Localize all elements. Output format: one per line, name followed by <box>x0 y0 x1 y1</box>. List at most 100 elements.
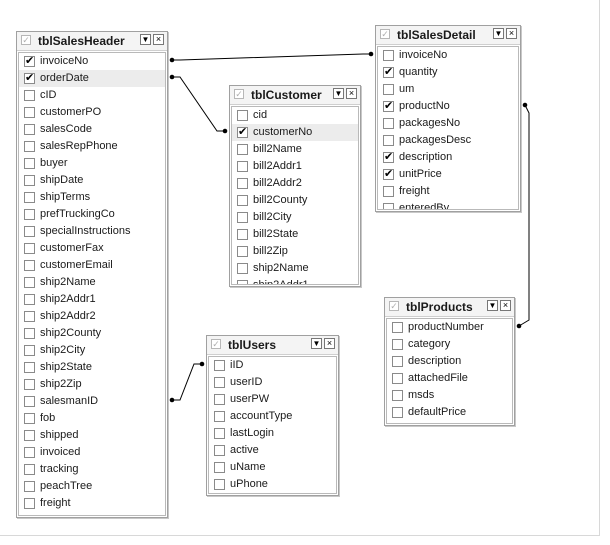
field-row[interactable]: fob <box>19 410 165 427</box>
field-row[interactable]: category <box>387 336 512 353</box>
field-checkbox[interactable] <box>24 107 35 118</box>
field-checkbox[interactable] <box>237 280 248 284</box>
field-checkbox[interactable] <box>392 339 403 350</box>
field-checkbox[interactable] <box>383 135 394 146</box>
field-checkbox[interactable] <box>237 246 248 257</box>
field-row[interactable]: userID <box>209 374 336 391</box>
field-checkbox[interactable] <box>24 158 35 169</box>
tblproducts-header[interactable]: ✓tblProducts▼× <box>385 298 514 317</box>
field-row[interactable]: salesmanID <box>19 393 165 410</box>
field-row[interactable]: ship2City <box>19 342 165 359</box>
field-row[interactable]: customerEmail <box>19 257 165 274</box>
tblsalesdetail-field-list[interactable]: invoiceNoquantityumproductNopackagesNopa… <box>377 46 519 210</box>
field-row[interactable]: buyer <box>19 155 165 172</box>
field-checkbox[interactable] <box>24 447 35 458</box>
field-row[interactable]: salesRepPhone <box>19 138 165 155</box>
select-all-checkbox[interactable]: ✓ <box>211 339 221 349</box>
select-all-checkbox[interactable]: ✓ <box>21 35 31 45</box>
field-checkbox[interactable] <box>383 99 394 112</box>
tblsalesheader-table[interactable]: ✓tblSalesHeader▼×invoiceNoorderDatecIDcu… <box>16 31 168 518</box>
field-row[interactable]: packagesNo <box>378 115 518 132</box>
field-row[interactable]: description <box>387 353 512 370</box>
field-row[interactable]: bill2State <box>232 226 358 243</box>
field-row[interactable]: shipped <box>19 427 165 444</box>
field-row[interactable]: ship2Addr1 <box>19 291 165 308</box>
field-row[interactable]: freight <box>19 495 165 512</box>
field-row[interactable]: productNumber <box>387 319 512 336</box>
field-checkbox[interactable] <box>237 144 248 155</box>
field-row[interactable]: orderDate <box>19 70 165 87</box>
field-row[interactable]: shipTerms <box>19 189 165 206</box>
tblcustomer-header[interactable]: ✓tblCustomer▼× <box>230 86 360 105</box>
field-row[interactable]: customerPO <box>19 104 165 121</box>
field-checkbox[interactable] <box>237 212 248 223</box>
field-row[interactable]: lastLogin <box>209 425 336 442</box>
field-checkbox[interactable] <box>237 125 248 138</box>
field-checkbox[interactable] <box>392 322 403 333</box>
field-checkbox[interactable] <box>24 90 35 101</box>
tblsalesdetail-header[interactable]: ✓tblSalesDetail▼× <box>376 26 520 45</box>
select-all-checkbox[interactable]: ✓ <box>234 89 244 99</box>
field-row[interactable]: userPW <box>209 391 336 408</box>
field-row[interactable]: bill2Addr2 <box>232 175 358 192</box>
field-row[interactable]: description <box>378 149 518 166</box>
field-checkbox[interactable] <box>214 462 225 473</box>
field-row[interactable]: ship2Name <box>232 260 358 277</box>
field-checkbox[interactable] <box>24 498 35 509</box>
field-checkbox[interactable] <box>24 141 35 152</box>
field-checkbox[interactable] <box>214 479 225 490</box>
field-row[interactable]: unitPrice <box>378 166 518 183</box>
field-row[interactable]: bill2City <box>232 209 358 226</box>
close-icon[interactable]: × <box>500 300 511 311</box>
field-checkbox[interactable] <box>24 379 35 390</box>
field-row[interactable]: defaultPrice <box>387 404 512 421</box>
field-row[interactable]: peachTree <box>19 478 165 495</box>
field-row[interactable]: packagesDesc <box>378 132 518 149</box>
field-checkbox[interactable] <box>24 209 35 220</box>
field-checkbox[interactable] <box>214 411 225 422</box>
field-row[interactable]: uPhone <box>209 476 336 493</box>
field-checkbox[interactable] <box>24 328 35 339</box>
field-row[interactable]: ship2Zip <box>19 376 165 393</box>
field-checkbox[interactable] <box>383 84 394 95</box>
field-checkbox[interactable] <box>392 390 403 401</box>
tblsalesheader-header[interactable]: ✓tblSalesHeader▼× <box>17 32 167 51</box>
field-checkbox[interactable] <box>237 263 248 274</box>
field-row[interactable]: bill2Zip <box>232 243 358 260</box>
field-checkbox[interactable] <box>24 413 35 424</box>
close-icon[interactable]: × <box>346 88 357 99</box>
field-checkbox[interactable] <box>24 294 35 305</box>
field-checkbox[interactable] <box>24 71 35 84</box>
field-row[interactable]: freight <box>378 183 518 200</box>
field-row[interactable]: ship2Addr1 <box>232 277 358 284</box>
field-checkbox[interactable] <box>24 345 35 356</box>
field-checkbox[interactable] <box>383 65 394 78</box>
field-checkbox[interactable] <box>237 195 248 206</box>
select-all-checkbox[interactable]: ✓ <box>389 301 399 311</box>
chevron-down-icon[interactable]: ▼ <box>140 34 151 45</box>
field-checkbox[interactable] <box>392 356 403 367</box>
field-row[interactable]: customerFax <box>19 240 165 257</box>
field-checkbox[interactable] <box>214 445 225 456</box>
field-row[interactable]: productNo <box>378 98 518 115</box>
field-checkbox[interactable] <box>24 175 35 186</box>
chevron-down-icon[interactable]: ▼ <box>311 338 322 349</box>
field-row[interactable]: customerNo <box>232 124 358 141</box>
close-icon[interactable]: × <box>506 28 517 39</box>
field-row[interactable]: um <box>378 81 518 98</box>
field-row[interactable]: iID <box>209 357 336 374</box>
field-row[interactable]: cID <box>19 87 165 104</box>
close-icon[interactable]: × <box>153 34 164 45</box>
field-row[interactable]: active <box>209 442 336 459</box>
field-checkbox[interactable] <box>24 430 35 441</box>
chevron-down-icon[interactable]: ▼ <box>333 88 344 99</box>
field-row[interactable]: quantity <box>378 64 518 81</box>
field-row[interactable]: invoiceNo <box>378 47 518 64</box>
tblcustomer-table[interactable]: ✓tblCustomer▼×cidcustomerNobill2Namebill… <box>229 85 361 287</box>
field-checkbox[interactable] <box>383 118 394 129</box>
field-row[interactable]: invoiceNo <box>19 53 165 70</box>
field-checkbox[interactable] <box>24 124 35 135</box>
